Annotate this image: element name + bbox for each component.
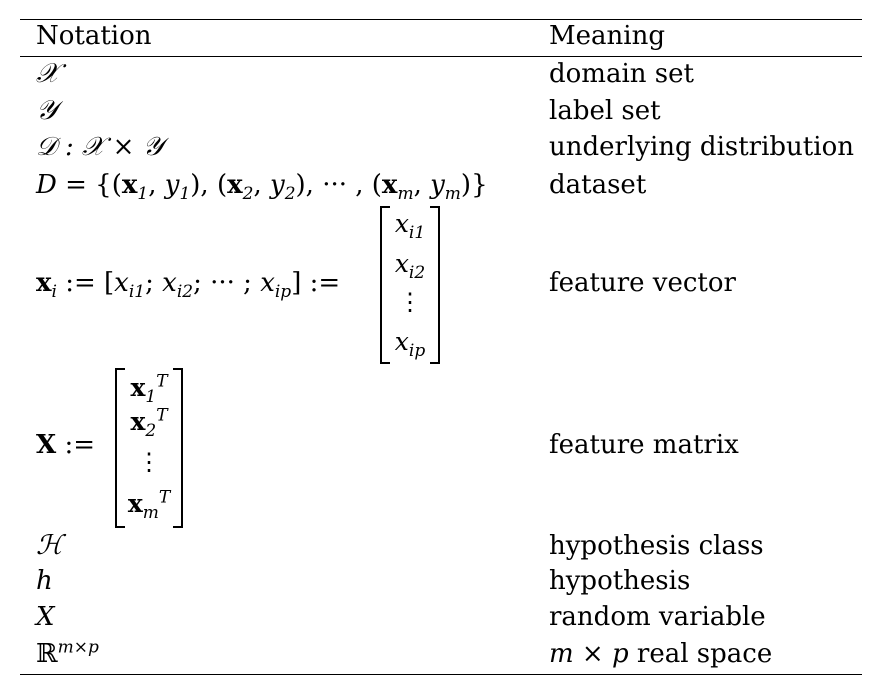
top-rule	[20, 19, 862, 20]
notation-random-variable: X	[36, 602, 55, 632]
meaning-feature-vector: feature vector	[549, 268, 736, 298]
header-rule	[20, 56, 862, 57]
vector-entry-p: xip	[394, 327, 426, 361]
matrix-entry-m: xmT	[127, 487, 171, 523]
notation-label-set: 𝒴	[36, 95, 58, 126]
notation-domain-set: 𝒳	[36, 58, 60, 89]
feature-vector-column: xi1 xi2 ⋮ xip	[380, 206, 440, 364]
meaning-random-variable: random variable	[549, 602, 766, 632]
meaning-label-set: label set	[549, 96, 661, 126]
meaning-dataset: dataset	[549, 170, 647, 200]
header-meaning: Meaning	[549, 21, 665, 51]
notation-distribution: 𝒟 : 𝒳 × 𝒴	[36, 132, 164, 162]
header-notation: Notation	[36, 21, 152, 51]
vector-vdots: ⋮	[398, 288, 422, 316]
meaning-hypothesis: hypothesis	[549, 566, 691, 596]
vector-entry-1: xi1	[394, 209, 426, 243]
notation-real-space: ℝm×p	[36, 637, 99, 669]
meaning-feature-matrix: feature matrix	[549, 430, 739, 460]
meaning-real-space: m × p real space	[549, 639, 773, 669]
notation-feature-vector: xi := [xi1; xi2; ··· ; xip] :=	[36, 268, 341, 303]
meaning-distribution: underlying distribution	[549, 132, 854, 162]
notation-dataset: D = {(x1, y1), (x2, y2), ··· , (xm, ym)}	[36, 170, 488, 205]
notation-hypothesis: h	[36, 566, 53, 596]
bottom-rule	[20, 674, 862, 675]
notation-feature-matrix: X :=	[36, 430, 95, 460]
meaning-hypothesis-class: hypothesis class	[549, 531, 764, 561]
matrix-entry-2: x2T	[130, 405, 168, 441]
vector-entry-2: xi2	[394, 249, 426, 283]
meaning-domain-set: domain set	[549, 59, 694, 89]
feature-matrix-column: x1T x2T ⋮ xmT	[115, 368, 183, 528]
matrix-vdots: ⋮	[137, 448, 161, 476]
matrix-entry-1: x1T	[130, 371, 168, 407]
notation-hypothesis-class: ℋ	[36, 530, 63, 561]
